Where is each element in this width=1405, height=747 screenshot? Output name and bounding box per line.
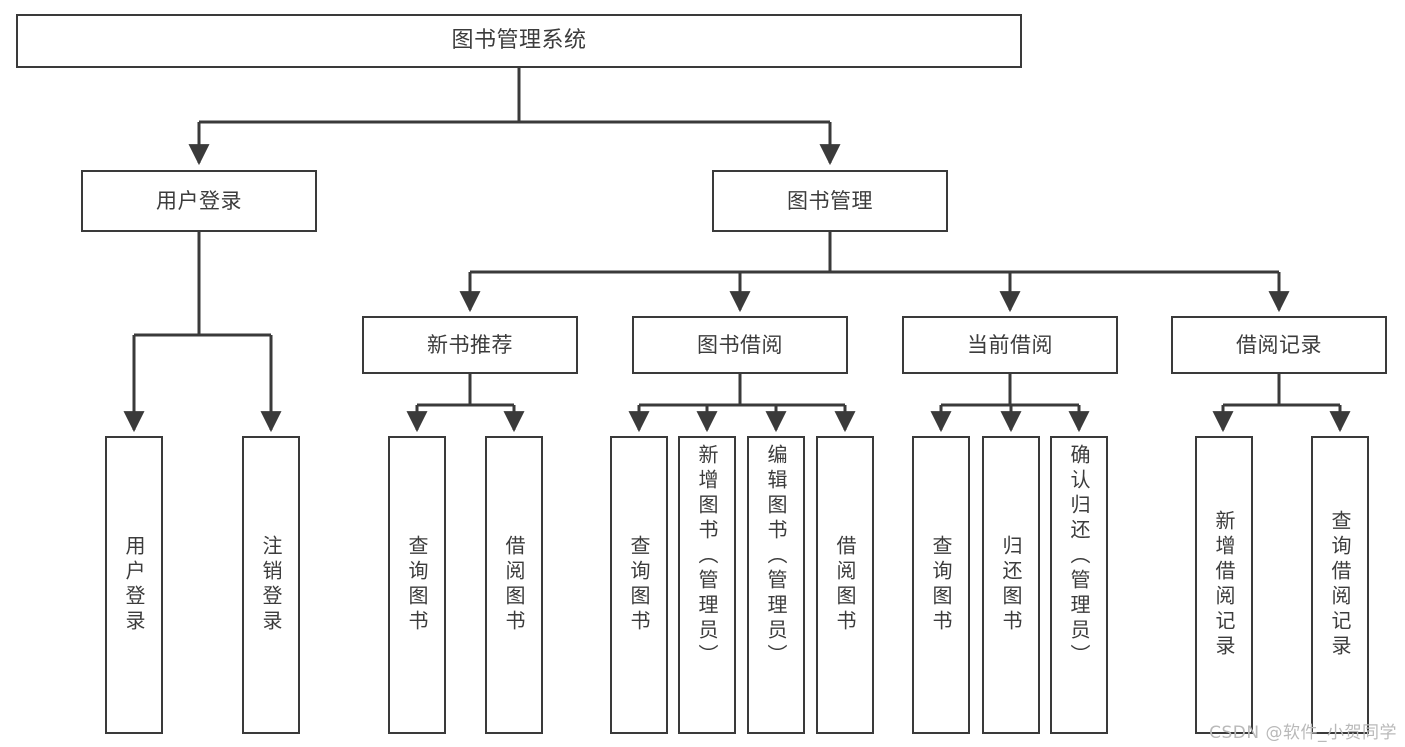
node-label: 查询借阅记录: [1328, 510, 1352, 660]
node-label: 图书管理系统: [451, 27, 587, 53]
node-leaf-add-book[interactable]: 新增图书（管理员）: [678, 436, 736, 734]
watermark-text: CSDN @软件_小贺同学: [1209, 723, 1397, 743]
node-book-manage[interactable]: 图书管理: [712, 170, 948, 232]
node-leaf-confirm-return[interactable]: 确认归还（管理员）: [1050, 436, 1108, 734]
node-label: 图书借阅: [697, 332, 783, 357]
node-label: 新书推荐: [427, 332, 513, 357]
node-label: 归还图书: [999, 535, 1023, 635]
node-label: 查询图书: [627, 535, 651, 635]
node-leaf-edit-book[interactable]: 编辑图书（管理员）: [747, 436, 805, 734]
node-label: 编辑图书（管理员）: [764, 444, 788, 669]
node-label: 借阅记录: [1236, 332, 1322, 357]
node-leaf-query-book-2[interactable]: 查询图书: [610, 436, 668, 734]
node-label: 注销登录: [259, 535, 283, 635]
node-leaf-logout-login[interactable]: 注销登录: [242, 436, 300, 734]
node-label: 当前借阅: [967, 332, 1053, 357]
node-leaf-borrow-book-2[interactable]: 借阅图书: [816, 436, 874, 734]
node-leaf-query-book-3[interactable]: 查询图书: [912, 436, 970, 734]
node-label: 借阅图书: [502, 535, 526, 635]
node-label: 查询图书: [929, 535, 953, 635]
node-leaf-user-login[interactable]: 用户登录: [105, 436, 163, 734]
node-label: 新增图书（管理员）: [695, 444, 719, 669]
node-label: 新增借阅记录: [1212, 510, 1236, 660]
node-new-book-recommend[interactable]: 新书推荐: [362, 316, 578, 374]
node-label: 用户登录: [122, 535, 146, 635]
node-leaf-borrow-book-1[interactable]: 借阅图书: [485, 436, 543, 734]
node-label: 确认归还（管理员）: [1067, 444, 1091, 669]
node-leaf-add-record[interactable]: 新增借阅记录: [1195, 436, 1253, 734]
node-label: 图书管理: [787, 188, 873, 213]
node-label: 借阅图书: [833, 535, 857, 635]
node-leaf-query-record[interactable]: 查询借阅记录: [1311, 436, 1369, 734]
node-user-login[interactable]: 用户登录: [81, 170, 317, 232]
node-current-borrow[interactable]: 当前借阅: [902, 316, 1118, 374]
node-leaf-return-book[interactable]: 归还图书: [982, 436, 1040, 734]
node-label: 用户登录: [156, 188, 242, 213]
node-borrow-record[interactable]: 借阅记录: [1171, 316, 1387, 374]
node-leaf-query-book-1[interactable]: 查询图书: [388, 436, 446, 734]
node-book-borrow[interactable]: 图书借阅: [632, 316, 848, 374]
node-root-system[interactable]: 图书管理系统: [16, 14, 1022, 68]
node-label: 查询图书: [405, 535, 429, 635]
